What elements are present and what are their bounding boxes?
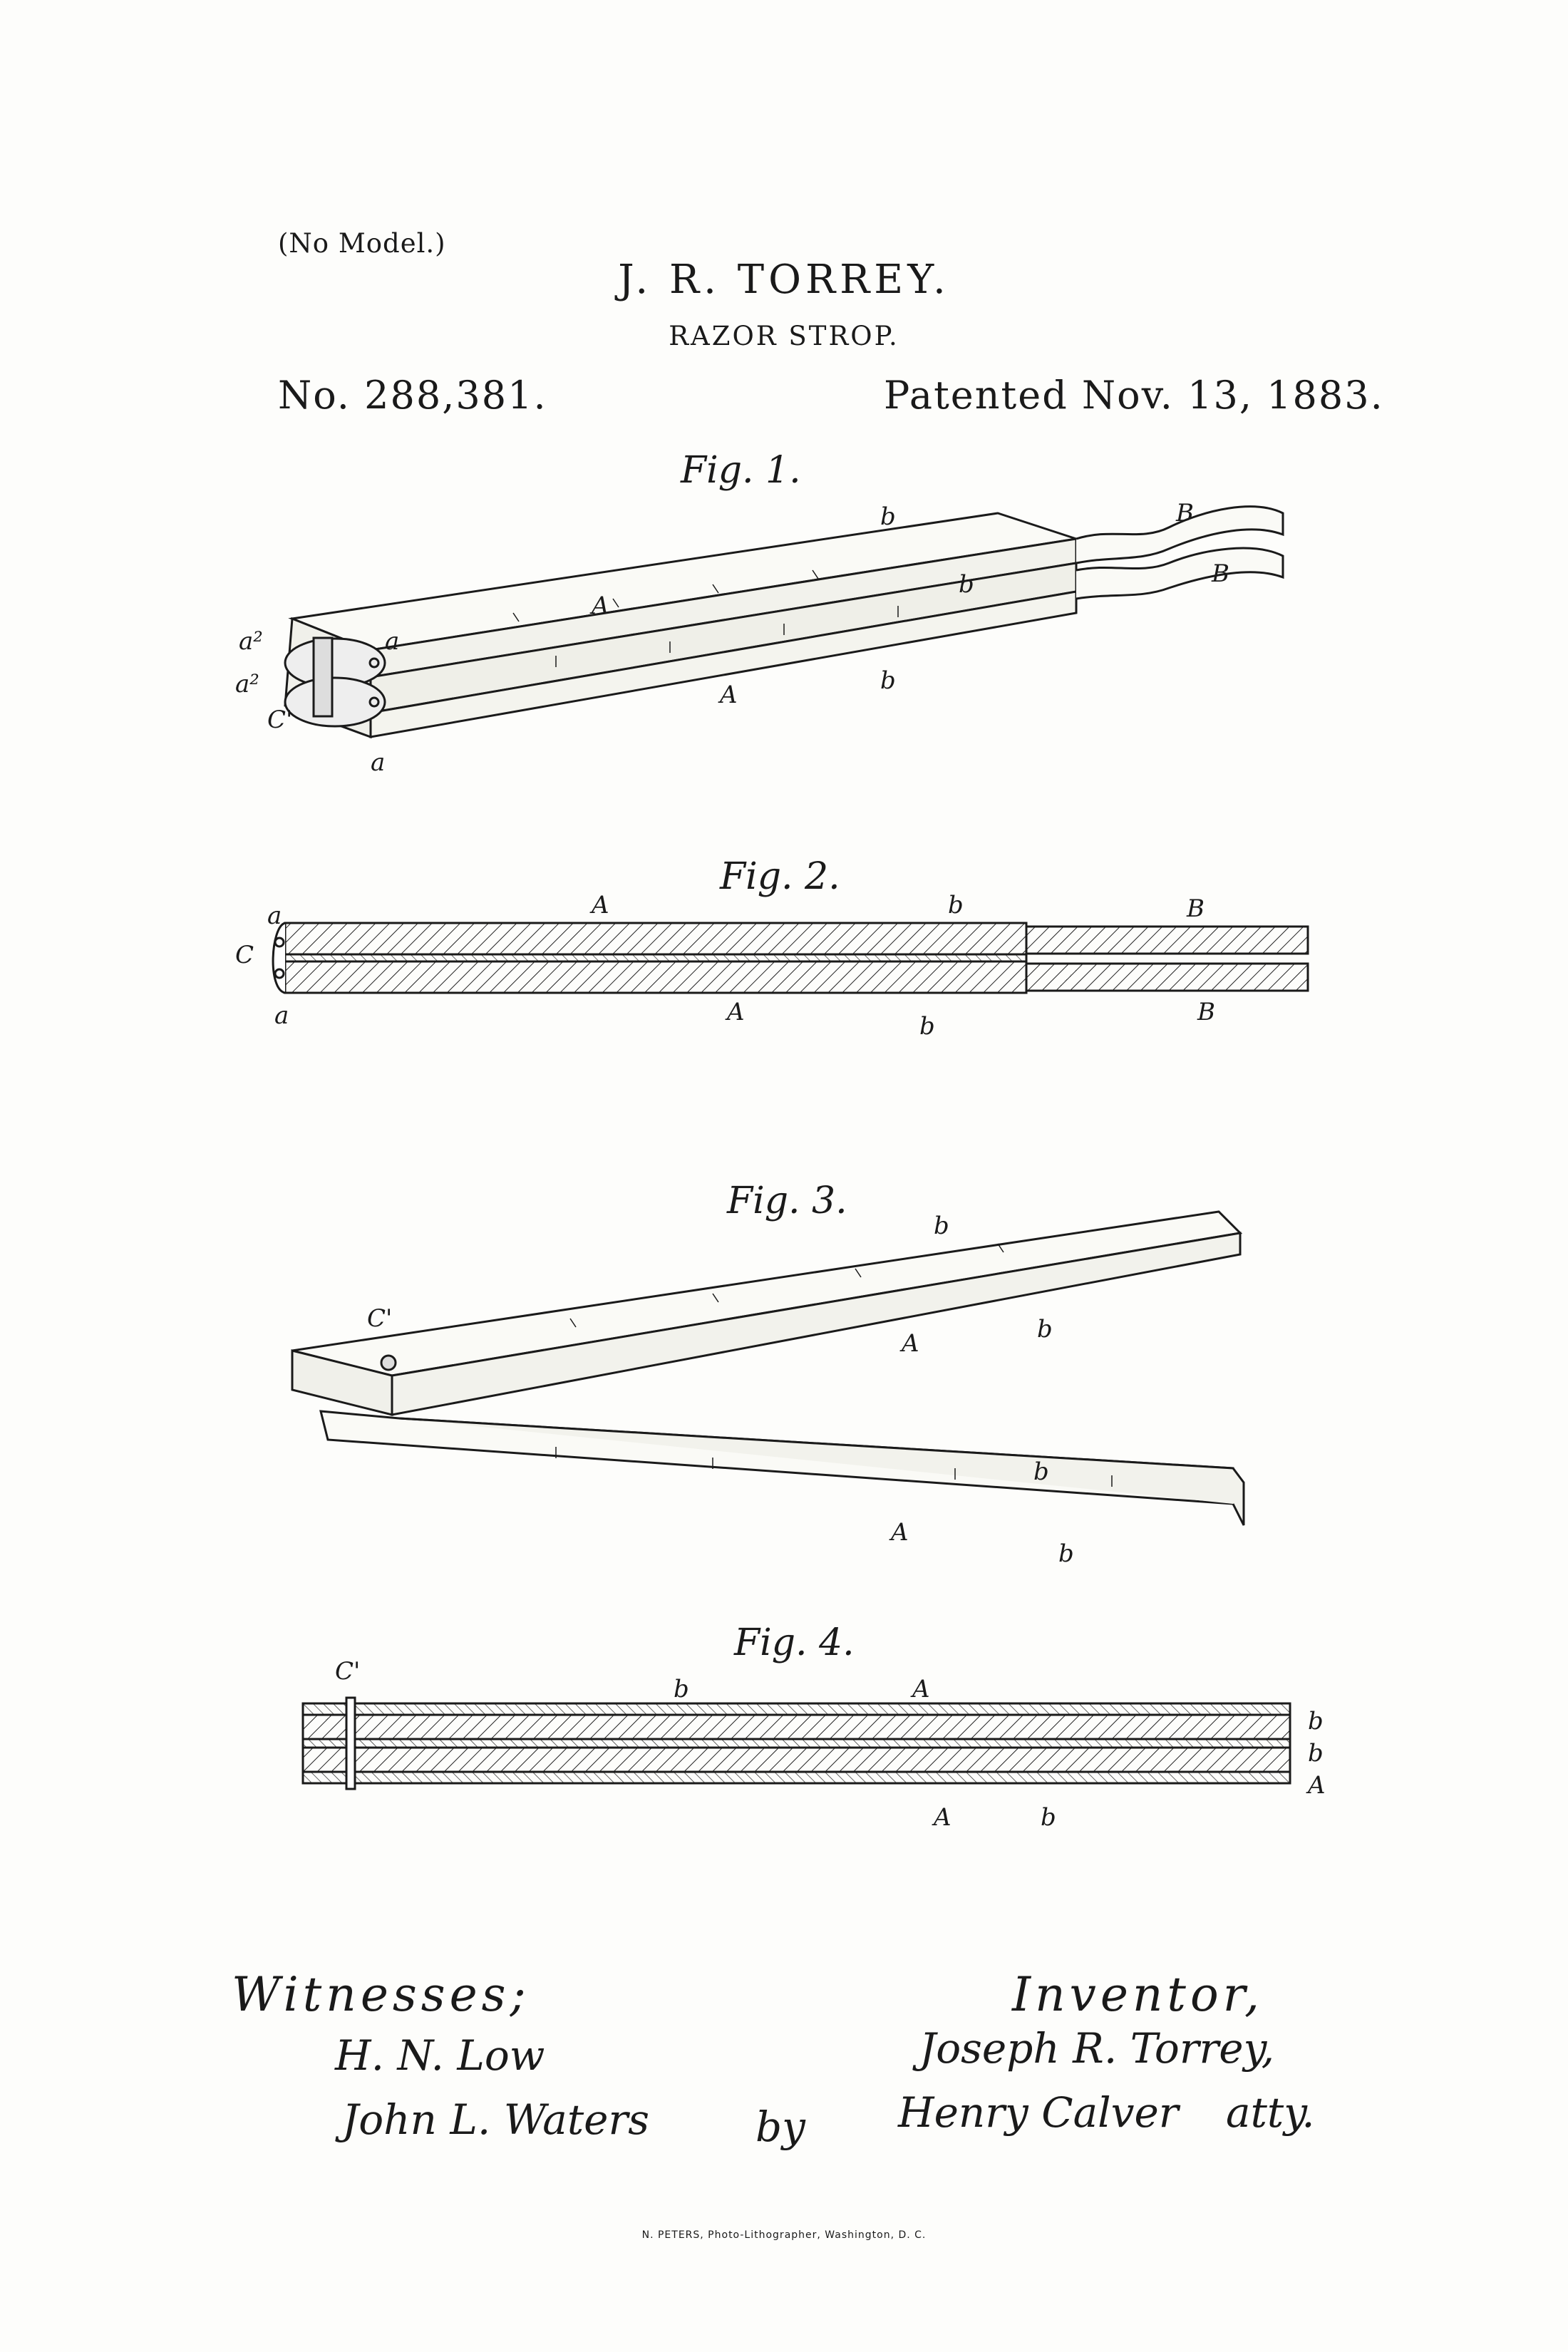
- fig1-ref: a²: [239, 627, 263, 656]
- fig2-ref: A: [592, 891, 609, 919]
- fig2-label: Fig. 2.: [720, 855, 840, 898]
- fig4-ref: A: [934, 1803, 951, 1832]
- fig2-ref: b: [948, 891, 964, 919]
- fig1-ref: B: [1212, 559, 1229, 588]
- inventor-signature: Joseph R. Torrey,: [919, 2024, 1275, 2073]
- inventor-label: Inventor,: [1012, 1967, 1264, 2022]
- by-label: by: [755, 2103, 805, 2151]
- fig3-ref: A: [891, 1518, 909, 1547]
- fig3-ref: b: [1033, 1458, 1049, 1486]
- fig1-ref: a: [385, 627, 400, 656]
- fig2-ref: a: [267, 902, 282, 930]
- fig1-ref: b: [880, 502, 896, 531]
- fig1-label: Fig. 1.: [681, 449, 801, 492]
- attorney-signature: Henry Calver: [898, 2088, 1179, 2137]
- patent-title: RAZOR STROP.: [669, 321, 899, 351]
- fig3-ref: b: [1037, 1315, 1053, 1343]
- fig3-ref: b: [1058, 1539, 1074, 1568]
- fig3-drawing: [291, 1210, 1245, 1526]
- inventor-name-heading: J. R. TORREY.: [618, 257, 950, 303]
- witness-signature-1: H. N. Low: [335, 2031, 545, 2080]
- fig1-ref: b: [959, 570, 974, 599]
- witness-signature-2: John L. Waters: [342, 2095, 649, 2144]
- fig4-ref: C': [335, 1657, 361, 1686]
- attorney-suffix: atty.: [1226, 2088, 1315, 2137]
- fig1-drawing: [284, 505, 1284, 739]
- patent-number: No. 288,381.: [278, 373, 547, 418]
- witnesses-label: Witnesses;: [232, 1967, 530, 2022]
- fig4-ref: b: [1308, 1739, 1324, 1768]
- fig3-ref: A: [902, 1329, 919, 1358]
- printer-credit: N. PETERS, Photo-Lithographer, Washingto…: [641, 2229, 927, 2241]
- fig2-ref: B: [1197, 998, 1215, 1026]
- fig2-ref: a: [274, 1001, 289, 1030]
- fig1-ref: b: [880, 666, 896, 695]
- fig4-label: Fig. 4.: [734, 1621, 855, 1664]
- fig4-ref: A: [912, 1675, 930, 1703]
- fig4-ref: b: [674, 1675, 689, 1703]
- fig3-ref: C': [367, 1304, 393, 1333]
- fig2-ref: C: [235, 941, 254, 969]
- fig1-ref: a²: [235, 670, 259, 698]
- fig2-ref: b: [919, 1012, 935, 1041]
- patent-date: Patented Nov. 13, 1883.: [884, 373, 1384, 418]
- fig1-ref: a: [371, 748, 386, 777]
- fig1-ref: A: [720, 681, 738, 709]
- fig3-label: Fig. 3.: [727, 1180, 847, 1222]
- fig4-ref: A: [1308, 1771, 1326, 1800]
- fig3-ref: b: [934, 1212, 949, 1240]
- fig1-ref: C': [267, 706, 293, 734]
- fig2-ref: B: [1187, 894, 1205, 923]
- fig2-ref: A: [727, 998, 745, 1026]
- fig2-drawing: [272, 922, 1309, 994]
- fig4-ref: b: [1041, 1803, 1056, 1832]
- no-model-note: (No Model.): [278, 228, 446, 259]
- fig4-ref: b: [1308, 1707, 1324, 1735]
- fig1-ref: B: [1176, 499, 1194, 527]
- fig4-drawing: [301, 1696, 1291, 1790]
- fig1-ref: A: [592, 592, 609, 620]
